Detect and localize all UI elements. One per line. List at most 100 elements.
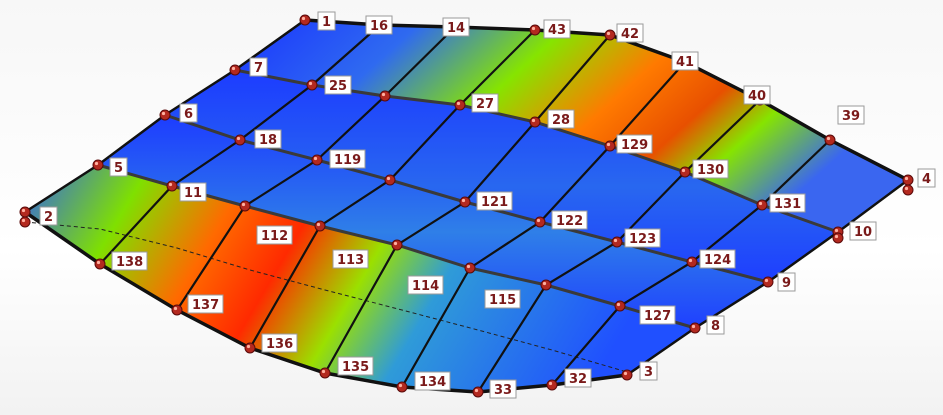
node-label: 11 xyxy=(179,182,207,202)
node-sphere[interactable] xyxy=(454,99,466,111)
node-label: 14 xyxy=(442,17,470,37)
node-label: 10 xyxy=(849,221,877,241)
node-label-text: 7 xyxy=(254,61,263,76)
node-label-text: 25 xyxy=(329,79,347,94)
node-label: 123 xyxy=(624,228,661,248)
node-sphere[interactable] xyxy=(621,369,633,381)
node-label: 39 xyxy=(837,105,865,125)
node-label-text: 127 xyxy=(644,309,671,324)
node-sphere[interactable] xyxy=(902,184,914,196)
node-label-text: 114 xyxy=(412,279,439,294)
node-label: 40 xyxy=(743,85,771,105)
node-label-text: 27 xyxy=(476,97,494,112)
node-sphere[interactable] xyxy=(679,166,691,178)
node-sphere[interactable] xyxy=(239,200,251,212)
node-sphere[interactable] xyxy=(611,236,623,248)
node-sphere[interactable] xyxy=(306,79,318,91)
node-sphere[interactable] xyxy=(472,386,484,398)
node-sphere[interactable] xyxy=(19,216,31,228)
node-label-text: 11 xyxy=(184,186,202,201)
node-label: 5 xyxy=(109,157,128,177)
node-sphere[interactable] xyxy=(546,379,558,391)
node-label: 115 xyxy=(484,289,521,309)
node-sphere[interactable] xyxy=(604,140,616,152)
node-label: 1 xyxy=(317,11,336,31)
node-sphere[interactable] xyxy=(686,256,698,268)
node-label-text: 42 xyxy=(621,27,639,42)
node-sphere[interactable] xyxy=(902,174,914,186)
node-label-text: 1 xyxy=(322,15,331,30)
node-sphere[interactable] xyxy=(244,342,256,354)
node-label: 127 xyxy=(639,305,676,325)
node-label-text: 16 xyxy=(370,19,388,34)
node-label: 131 xyxy=(769,193,806,213)
node-sphere[interactable] xyxy=(299,14,311,26)
node-label: 33 xyxy=(489,379,517,399)
node-label: 27 xyxy=(471,93,499,113)
node-sphere[interactable] xyxy=(529,116,541,128)
node-sphere[interactable] xyxy=(166,180,178,192)
node-label: 122 xyxy=(551,210,588,230)
node-label: 137 xyxy=(187,294,224,314)
node-sphere[interactable] xyxy=(379,90,391,102)
node-sphere[interactable] xyxy=(229,64,241,76)
surface-shade xyxy=(165,70,838,282)
node-label-text: 135 xyxy=(342,360,369,375)
node-label: 3 xyxy=(639,361,658,381)
node-sphere[interactable] xyxy=(529,24,541,36)
node-sphere[interactable] xyxy=(94,258,106,270)
node-sphere[interactable] xyxy=(534,216,546,228)
node-sphere[interactable] xyxy=(689,322,701,334)
node-label-text: 112 xyxy=(261,229,288,244)
node-label-text: 122 xyxy=(556,214,583,229)
node-label-text: 39 xyxy=(842,109,860,124)
node-sphere[interactable] xyxy=(459,196,471,208)
node-sphere[interactable] xyxy=(19,206,31,218)
node-label: 4 xyxy=(917,168,936,188)
node-sphere[interactable] xyxy=(614,300,626,312)
node-sphere[interactable] xyxy=(464,262,476,274)
node-sphere[interactable] xyxy=(234,134,246,146)
mesh-nodes[interactable] xyxy=(19,14,914,398)
node-sphere[interactable] xyxy=(311,154,323,166)
node-label-text: 3 xyxy=(644,365,653,380)
node-label-text: 10 xyxy=(854,225,872,240)
node-sphere[interactable] xyxy=(824,134,836,146)
node-label-text: 4 xyxy=(922,172,931,187)
node-label-text: 32 xyxy=(569,372,587,387)
node-label: 113 xyxy=(332,249,369,269)
node-label: 18 xyxy=(254,129,282,149)
node-label-text: 119 xyxy=(334,153,361,168)
node-label: 16 xyxy=(365,15,393,35)
node-label: 134 xyxy=(414,371,451,391)
node-sphere[interactable] xyxy=(604,29,616,41)
node-sphere[interactable] xyxy=(159,109,171,121)
node-label: 28 xyxy=(547,109,575,129)
surface-band-4 xyxy=(25,165,695,392)
node-sphere[interactable] xyxy=(314,220,326,232)
node-label: 135 xyxy=(337,356,374,376)
node-sphere[interactable] xyxy=(540,279,552,291)
node-label: 130 xyxy=(692,159,729,179)
node-label-text: 137 xyxy=(192,298,219,313)
node-sphere[interactable] xyxy=(756,199,768,211)
node-label: 136 xyxy=(261,333,298,353)
node-sphere[interactable] xyxy=(391,239,403,251)
node-sphere[interactable] xyxy=(92,159,104,171)
node-sphere[interactable] xyxy=(762,276,774,288)
node-sphere[interactable] xyxy=(319,367,331,379)
node-label: 9 xyxy=(777,272,796,292)
node-sphere[interactable] xyxy=(384,174,396,186)
node-sphere[interactable] xyxy=(832,232,844,244)
node-label-text: 2 xyxy=(44,210,53,225)
node-label: 8 xyxy=(706,315,725,335)
node-label: 2 xyxy=(39,206,58,226)
node-sphere[interactable] xyxy=(171,304,183,316)
node-label: 41 xyxy=(671,51,699,71)
node-label: 112 xyxy=(256,225,293,245)
node-sphere[interactable] xyxy=(396,381,408,393)
node-label: 124 xyxy=(699,249,736,269)
